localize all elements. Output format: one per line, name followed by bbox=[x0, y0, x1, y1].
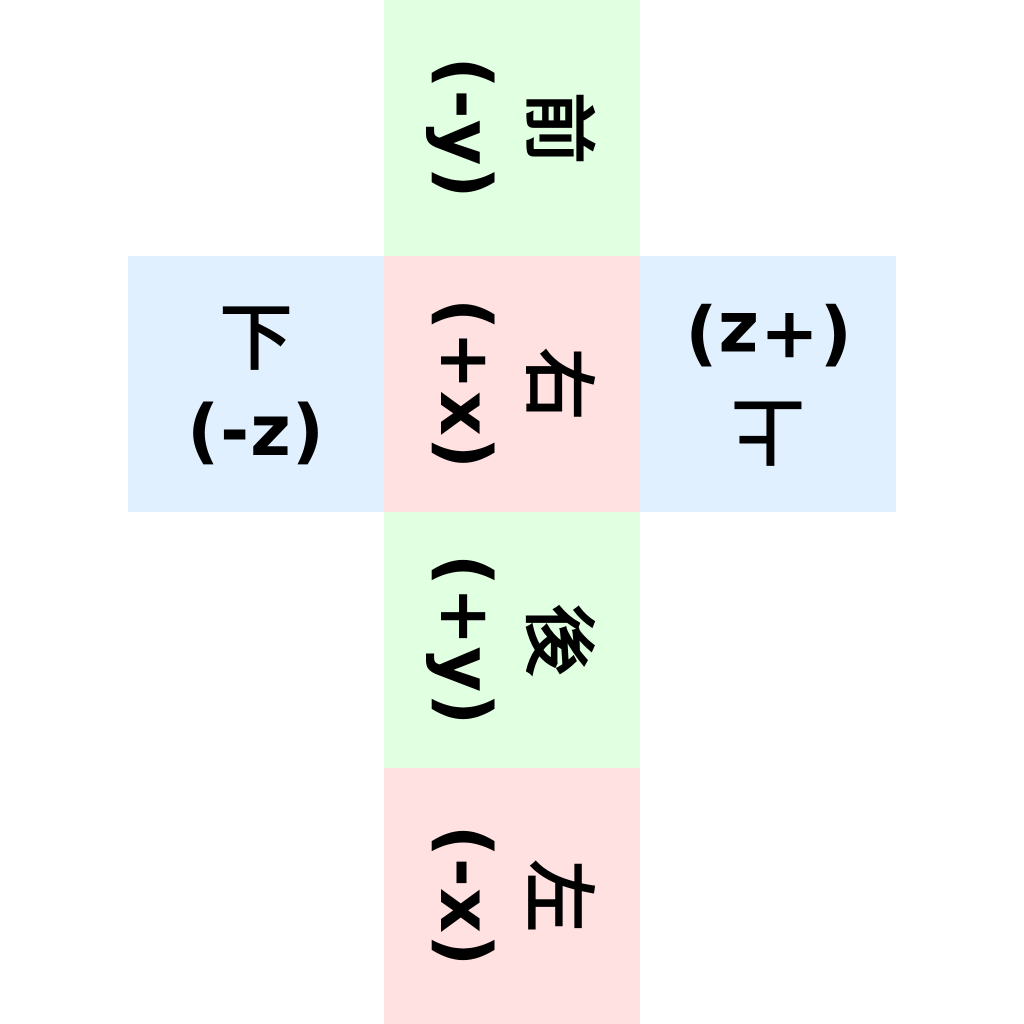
face-front: 前 (-y) bbox=[384, 0, 640, 256]
face-front-label-group: 前 (-y) bbox=[384, 0, 640, 256]
face-left: 左 (-x) bbox=[384, 768, 640, 1024]
face-top: 上 (+z) bbox=[640, 256, 896, 512]
face-left-name: 左 bbox=[516, 859, 600, 932]
face-back: 後 (+y) bbox=[384, 512, 640, 768]
face-right-axis: (+x) bbox=[424, 298, 506, 470]
face-bottom-label-group: 下 (-z) bbox=[128, 256, 384, 512]
face-left-label-group: 左 (-x) bbox=[384, 768, 640, 1024]
face-right: 右 (+x) bbox=[384, 256, 640, 512]
face-top-name: 上 bbox=[732, 388, 805, 472]
face-left-axis: (-x) bbox=[424, 824, 506, 968]
face-bottom: 下 (-z) bbox=[128, 256, 384, 512]
face-top-axis: (+z) bbox=[684, 296, 852, 378]
face-front-axis: (-y) bbox=[424, 56, 506, 200]
face-back-name: 後 bbox=[516, 603, 600, 676]
face-right-name: 右 bbox=[516, 347, 600, 420]
face-back-axis: (+y) bbox=[424, 553, 506, 727]
face-bottom-name: 下 bbox=[219, 296, 292, 380]
face-bottom-axis: (-z) bbox=[187, 390, 325, 472]
face-back-label-group: 後 (+y) bbox=[384, 512, 640, 768]
face-front-name: 前 bbox=[516, 91, 600, 164]
face-top-label-group: 上 (+z) bbox=[640, 256, 896, 512]
face-right-label-group: 右 (+x) bbox=[384, 256, 640, 512]
